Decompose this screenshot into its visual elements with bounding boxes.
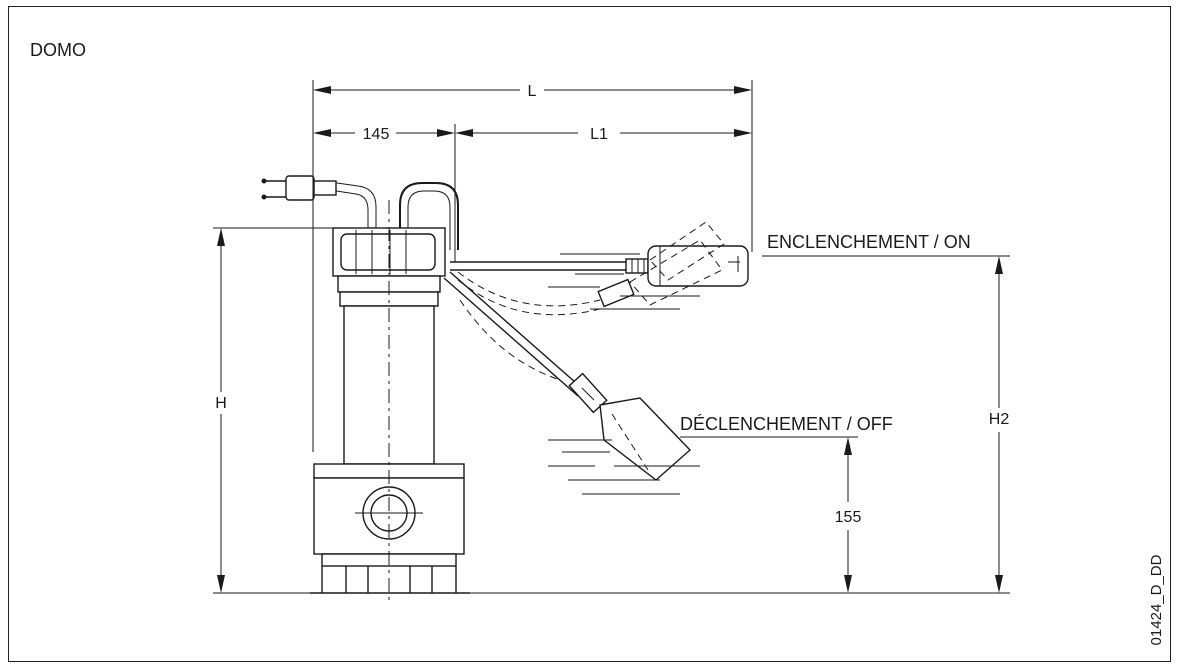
- dimension-L: L: [312, 80, 753, 452]
- label-off: DÉCLENCHEMENT / OFF: [680, 414, 893, 434]
- pump-body: [261, 175, 470, 600]
- label-on: ENCLENCHEMENT / ON: [767, 232, 971, 252]
- drawing-reference: 01424_D_DD: [1148, 554, 1165, 645]
- float-switch-off: [443, 271, 700, 495]
- dimension-L1: L1: [455, 126, 752, 143]
- label-L: L: [528, 83, 537, 100]
- dimension-155: 155: [835, 437, 862, 593]
- float-switch-intermediate: [457, 221, 725, 316]
- level-on: ENCLENCHEMENT / ON: [762, 232, 1010, 257]
- label-145: 145: [363, 126, 390, 143]
- level-off: DÉCLENCHEMENT / OFF: [680, 414, 893, 438]
- drawing-frame: [8, 6, 1171, 662]
- label-H: H: [215, 395, 227, 412]
- dimension-145: 145: [313, 124, 456, 262]
- float-switch-on: [450, 245, 749, 287]
- dimension-H: H: [213, 227, 333, 593]
- dimension-H2: H2: [989, 256, 1010, 593]
- label-155: 155: [835, 509, 862, 526]
- label-H2: H2: [989, 411, 1010, 428]
- drawing-title: DOMO: [30, 40, 86, 60]
- label-L1: L1: [590, 126, 608, 143]
